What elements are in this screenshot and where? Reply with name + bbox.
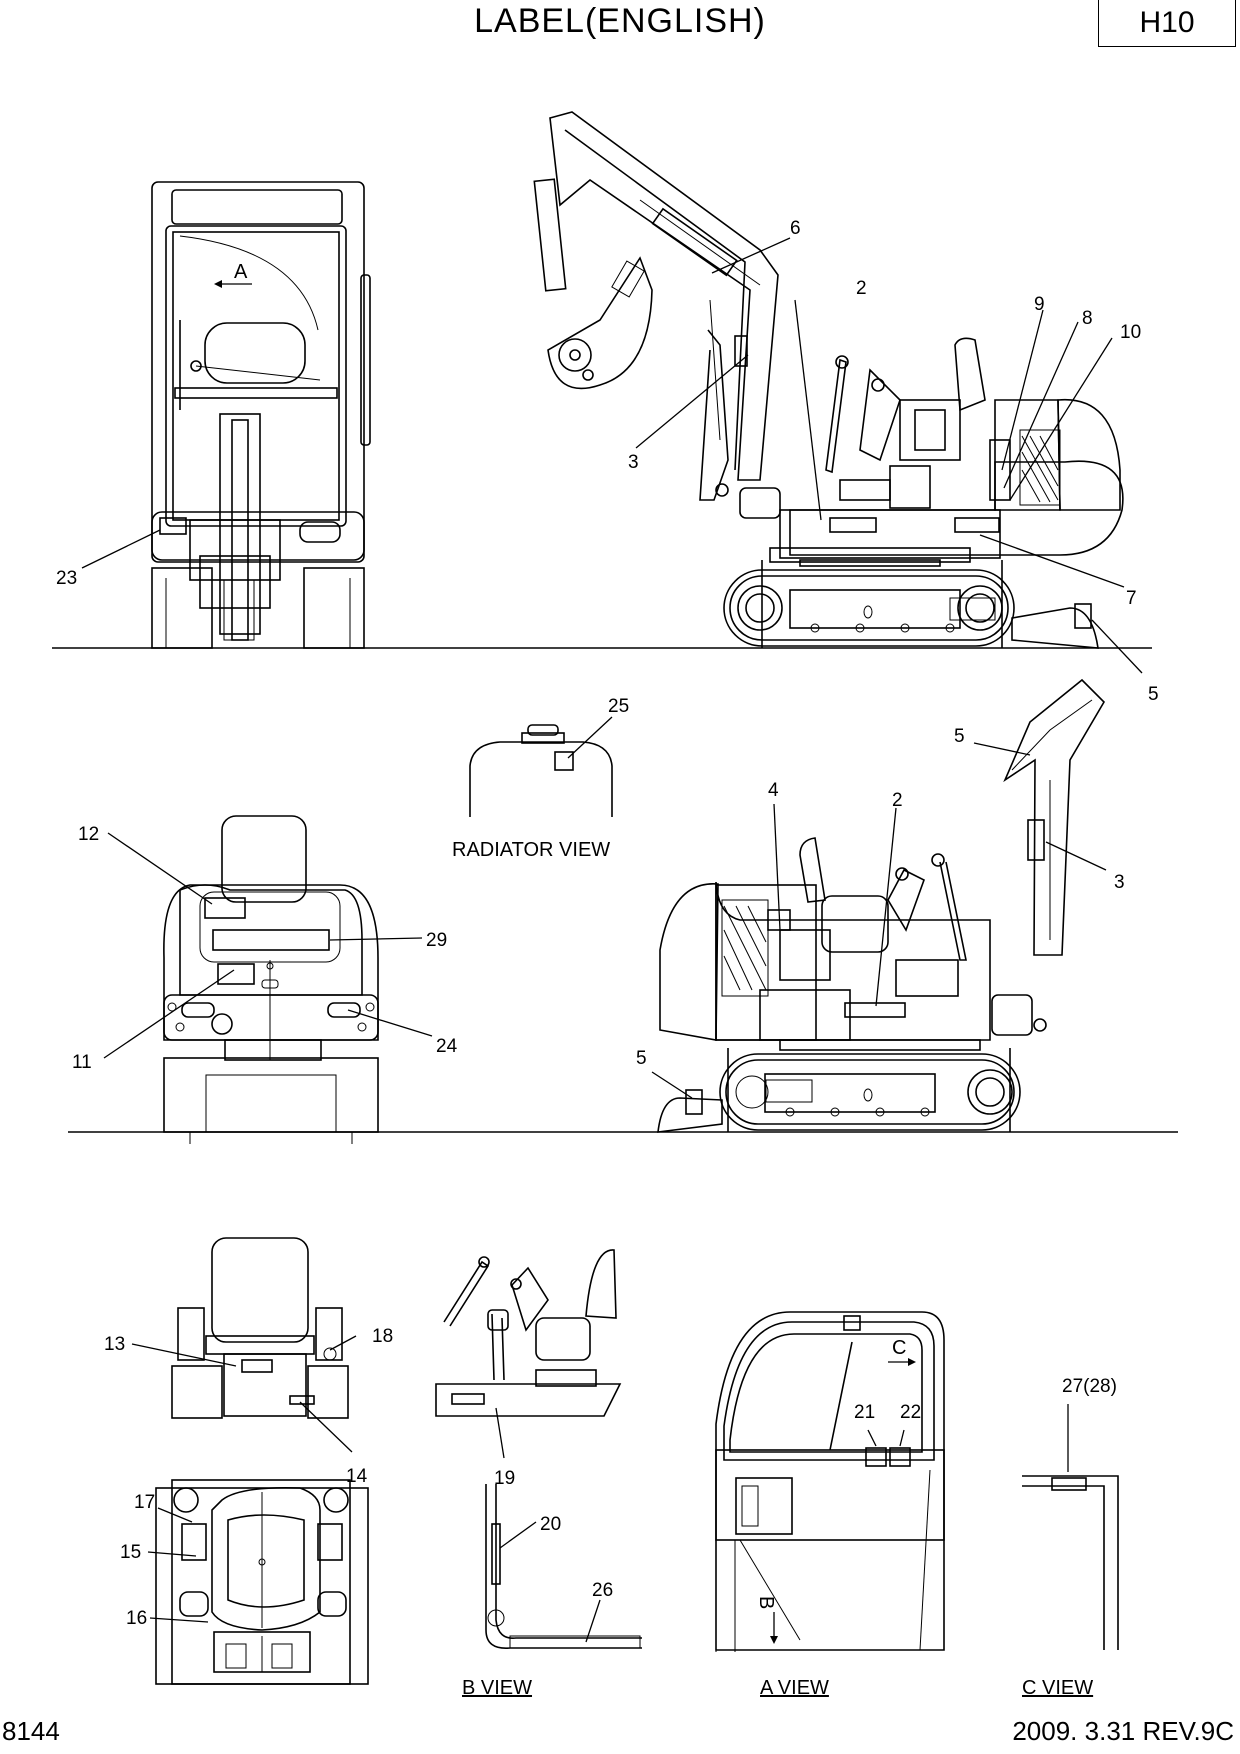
callout-3: 3 [628,452,639,473]
front-view-cab [52,181,1152,649]
seat-top-view [147,1479,369,1685]
callout-12: 12 [78,824,99,845]
c-view-label: C VIEW [1022,1677,1093,1699]
callout-5: 5 [1148,684,1159,705]
revision-date: 2009. 3.31 REV.9C [1012,1716,1234,1746]
side-view-right [533,111,1143,674]
c-view [1022,1404,1119,1650]
callout-numbers: 6 2 9 8 10 3 7 5 23 25 5 4 2 12 3 29 24 … [56,218,1159,1629]
callout-19: 19 [494,1468,515,1489]
callout-13: 13 [104,1334,125,1355]
callout-26: 26 [592,1580,613,1601]
callout-29: 29 [426,930,447,951]
rear-view [68,815,1178,1144]
callout-5-lower: 5 [636,1048,647,1069]
callout-7: 7 [1126,588,1137,609]
drawing-code-box: H10 [1098,0,1236,47]
callout-2-lower: 2 [892,790,903,811]
callout-20: 20 [540,1514,561,1535]
drawing-number: 8144 [2,1716,60,1746]
callout-27-28: 27(28) [1062,1376,1117,1397]
callout-21: 21 [854,1402,875,1423]
callout-18: 18 [372,1326,393,1347]
arrow-mark-c: C [892,1337,906,1359]
callout-8: 8 [1082,308,1093,329]
callout-10: 10 [1120,322,1141,343]
a-view-cab [715,1311,945,1652]
callout-6: 6 [790,218,801,239]
a-view-label: A VIEW [760,1677,829,1699]
callout-11: 11 [72,1052,92,1073]
side-view-left [651,678,1107,1133]
callout-16: 16 [126,1608,147,1629]
callout-14: 14 [346,1466,368,1487]
callout-4: 4 [768,780,779,801]
b-view-area [435,1249,642,1649]
arrow-mark-a: A [234,261,248,283]
b-view-label: B VIEW [462,1677,532,1699]
page-title: LABEL(ENGLISH) [474,2,766,40]
radiator-view-label: RADIATOR VIEW [452,839,610,861]
callout-17: 17 [134,1492,155,1513]
callout-15: 15 [120,1542,141,1563]
arrow-marks: A C B [214,261,916,1644]
arrow-mark-b: B [755,1596,777,1609]
seat-side-view [131,1237,357,1453]
callout-2: 2 [856,278,867,299]
callout-24: 24 [436,1036,458,1057]
callout-23: 23 [56,568,77,589]
callout-5-upper: 5 [954,726,965,747]
callout-25: 25 [608,696,629,717]
radiator-view [469,716,613,817]
callout-9: 9 [1034,294,1045,315]
callout-22: 22 [900,1402,921,1423]
callout-3-lower: 3 [1114,872,1125,893]
